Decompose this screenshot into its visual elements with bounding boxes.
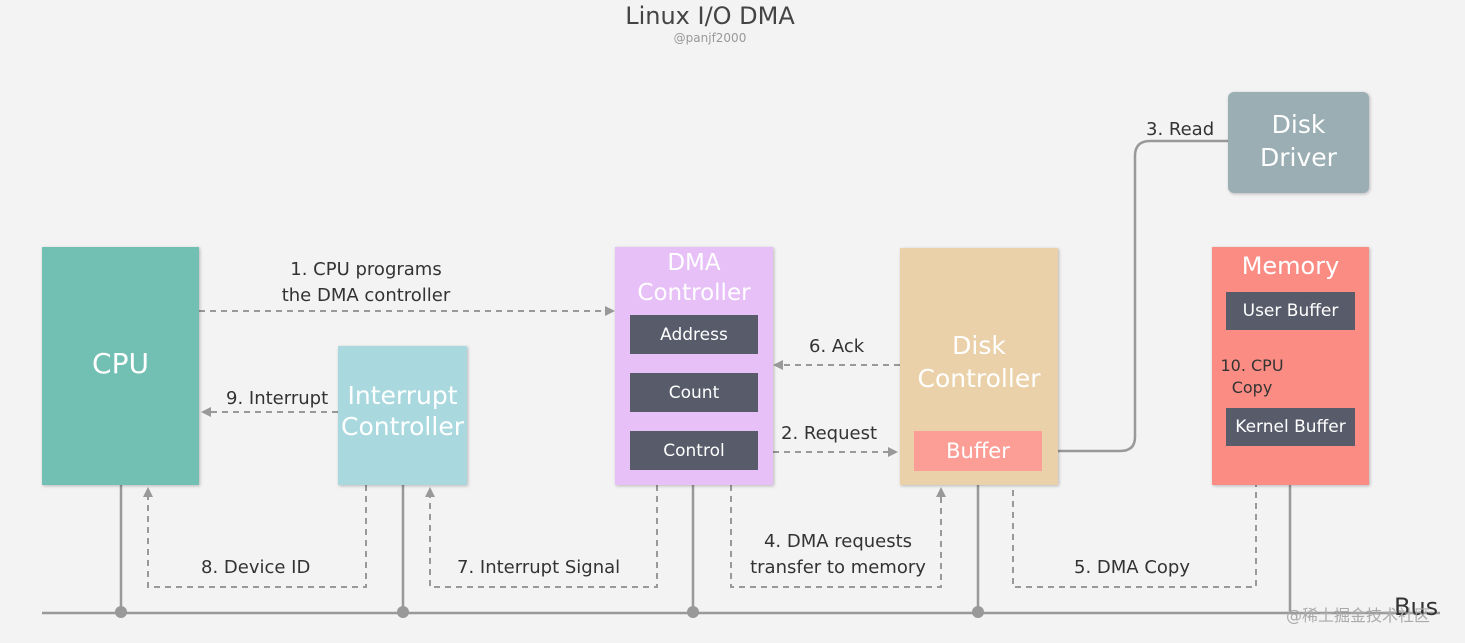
edge-label-cpu-copy-line1: 10. CPU bbox=[1220, 356, 1284, 375]
edge-label-cpu-programs-line2: the DMA controller bbox=[281, 285, 451, 306]
edge-label-interrupt-signal: 7. Interrupt Signal bbox=[457, 557, 621, 578]
edge-label-dma-copy: 5. DMA Copy bbox=[1074, 557, 1190, 578]
interrupt-controller-label-line1: Interrupt bbox=[347, 381, 458, 410]
memory-user-buffer: User Buffer bbox=[1226, 292, 1355, 330]
dma-register-count: Count bbox=[630, 373, 758, 412]
dma-register-address: Address bbox=[630, 315, 758, 354]
bus-label: Bus bbox=[1394, 593, 1439, 621]
edge-label-interrupt: 9. Interrupt bbox=[226, 388, 329, 409]
edge-label-read: 3. Read bbox=[1146, 119, 1215, 140]
edge-device-id-line bbox=[143, 485, 367, 588]
edge-read-line bbox=[1047, 139, 1228, 456]
interrupt-controller-label-line2: Controller bbox=[341, 412, 464, 441]
edge-label-cpu-copy-line2: Copy bbox=[1231, 378, 1273, 397]
dma-controller-label-line1: DMA bbox=[667, 250, 721, 276]
bus-junction-disk-controller bbox=[972, 606, 984, 618]
edge-label-request: 2. Request bbox=[781, 423, 878, 444]
edge-label-dma-requests-line1: 4. DMA requests bbox=[763, 531, 913, 552]
memory-node: Memory User Buffer Kernel Buffer bbox=[1212, 247, 1369, 485]
bus-junction-dma-controller bbox=[687, 606, 699, 618]
edge-label-dma-requests-line2: transfer to memory bbox=[750, 557, 926, 578]
cpu-label: CPU bbox=[92, 347, 149, 380]
disk-driver-label-line1: Disk bbox=[1271, 110, 1326, 139]
dma-register-control: Control bbox=[630, 431, 758, 470]
bus-junction-cpu bbox=[115, 606, 127, 618]
memory-kernel-buffer: Kernel Buffer bbox=[1226, 408, 1355, 446]
disk-controller-node: Disk Controller Buffer bbox=[900, 248, 1058, 485]
edge-label-cpu-programs-line1: 1. CPU programs bbox=[290, 259, 442, 280]
disk-driver-label-line2: Driver bbox=[1260, 143, 1337, 172]
interrupt-controller-node: Interrupt Controller bbox=[338, 346, 467, 485]
disk-controller-buffer: Buffer bbox=[914, 431, 1042, 471]
dma-controller-node: DMA Controller Address Count Control bbox=[615, 247, 773, 485]
memory-label: Memory bbox=[1241, 252, 1340, 280]
disk-driver-node: Disk Driver bbox=[1228, 92, 1369, 193]
disk-controller-label-line1: Disk bbox=[952, 331, 1006, 360]
diagram-subtitle: @panjf2000 bbox=[673, 31, 747, 45]
bus-junction-interrupt-controller bbox=[397, 606, 409, 618]
edge-label-ack: 6. Ack bbox=[809, 336, 865, 357]
watermark: @稀土掘金技术社区 bbox=[1286, 606, 1431, 625]
cpu-node: CPU bbox=[42, 247, 199, 485]
edge-dma-copy-line bbox=[1012, 448, 1261, 588]
diagram-title: Linux I/O DMA bbox=[625, 2, 795, 30]
edge-label-device-id: 8. Device ID bbox=[201, 557, 311, 578]
disk-controller-label-line2: Controller bbox=[917, 364, 1041, 393]
edge-interrupt-signal-line bbox=[425, 485, 658, 588]
dma-controller-label-line2: Controller bbox=[637, 280, 751, 306]
